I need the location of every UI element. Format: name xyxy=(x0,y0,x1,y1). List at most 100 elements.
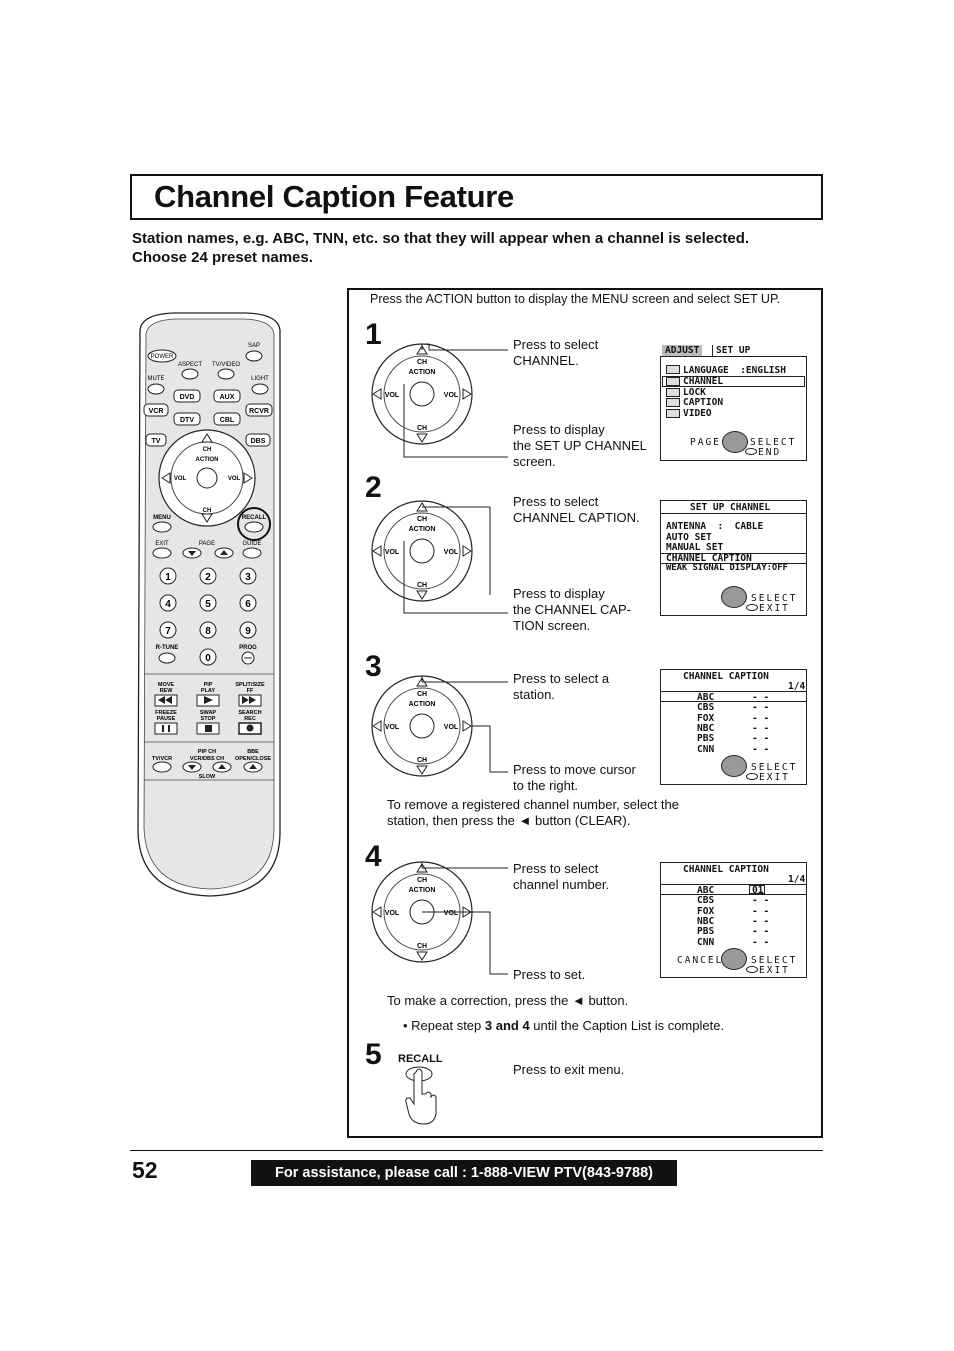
remote-digit-7: 7 xyxy=(165,626,171,637)
text-line: Press to select xyxy=(513,494,599,509)
remote-slow-label: SLOW xyxy=(199,774,216,780)
text-line: TION screen. xyxy=(513,618,591,633)
osd-item-lock: LOCK xyxy=(683,387,706,398)
station-name: PBS xyxy=(697,733,715,745)
remote-mute-label: MUTE xyxy=(148,376,165,382)
dial-vol-left-label: VOL xyxy=(385,724,400,731)
bullet-bold-text: 3 and 4 xyxy=(484,1018,530,1033)
dial-vol-right-label: VOL xyxy=(444,910,459,917)
osd-footer-exit: EXIT xyxy=(759,772,790,783)
step-4-action-dial: CH ACTION CH VOL VOL xyxy=(371,861,508,975)
osd-title: SET UP CHANNEL xyxy=(690,502,771,513)
station-channel-number: - - xyxy=(752,905,770,917)
station-channel-number: - - xyxy=(752,926,770,938)
action-button-icon xyxy=(721,586,747,608)
language-icon xyxy=(666,365,680,374)
caption-icon xyxy=(666,398,680,407)
osd-item-auto-set: AUTO SET xyxy=(666,532,712,543)
video-icon xyxy=(666,409,680,418)
dial-vol-left-label: VOL xyxy=(385,549,400,556)
remote-cbl-label: CBL xyxy=(220,417,235,424)
step-2-bottom-text: Press to display the CHANNEL CAP- TION s… xyxy=(513,586,631,634)
remote-pip-label: PIP xyxy=(204,682,213,688)
osd-item-channel-caption: CHANNEL CAPTION xyxy=(666,553,752,564)
action-button-icon xyxy=(721,948,747,970)
remote-page-label: PAGE xyxy=(199,541,215,547)
dial-action-label: ACTION xyxy=(409,369,436,376)
step-4-bottom-text: Press to set. xyxy=(513,967,585,983)
dial-vol-right-label: VOL xyxy=(444,392,459,399)
station-name: PBS xyxy=(697,926,715,938)
remote-freeze-label: FREEZE xyxy=(155,710,177,716)
text-line: the CHANNEL CAP- xyxy=(513,602,631,617)
step-4-note: To make a correction, press the ◄ button… xyxy=(387,993,628,1009)
station-channel-number: - - xyxy=(752,915,770,927)
dial-vol-left-label: VOL xyxy=(385,910,400,917)
osd-item-manual-set: MANUAL SET xyxy=(666,542,724,553)
remote-bbe-label: BBE xyxy=(247,749,259,755)
remote-ff-label: FF xyxy=(247,688,254,694)
osd-title: CHANNEL CAPTION xyxy=(683,864,769,875)
dial-action-label: ACTION xyxy=(409,887,436,894)
text-line: station, then press the ◄ button (CLEAR)… xyxy=(387,813,631,828)
remote-digit-5: 5 xyxy=(205,599,211,610)
remote-vcrdbsch-label: VCR/DBS CH xyxy=(190,756,224,762)
exit-button-icon xyxy=(746,966,758,973)
osd-item-channel: CHANNEL xyxy=(683,376,724,387)
remote-control-illustration: POWER SAP ASPECT TV/VIDEO MUTE LIGHT DVD… xyxy=(137,312,281,897)
text-line: CHANNEL. xyxy=(513,353,579,368)
channel-icon xyxy=(666,377,680,386)
assistance-banner: For assistance, please call : 1-888-VIEW… xyxy=(251,1160,677,1186)
remote-dbs-label: DBS xyxy=(251,438,266,445)
station-name: CBS xyxy=(697,895,715,907)
osd-footer-page: PAGE xyxy=(690,437,721,448)
text-line: To make a correction, press the ◄ button… xyxy=(387,993,629,1008)
remote-digit-9: 9 xyxy=(245,626,251,637)
text-line: channel number. xyxy=(513,877,610,892)
step-3-note: To remove a registered channel number, s… xyxy=(387,797,679,829)
remote-tv-label: TV xyxy=(152,438,161,445)
dial-vol-left-label: VOL xyxy=(385,392,400,399)
remote-prog-label: PROG xyxy=(239,645,257,651)
osd-tab-adjust: ADJUST xyxy=(662,345,703,356)
remote-digit-2: 2 xyxy=(205,572,211,583)
lock-icon xyxy=(666,388,680,397)
step-3-action-dial: CH ACTION CH VOL VOL xyxy=(371,675,508,777)
station-name: NBC xyxy=(697,722,715,734)
station-name: CNN xyxy=(697,936,715,948)
intro-text: Station names, e.g. ABC, TNN, etc. so th… xyxy=(132,229,812,267)
station-name: ABC xyxy=(697,885,715,896)
step-4-number: 4 xyxy=(365,840,382,873)
step-1-bottom-text: Press to display the SET UP CHANNEL scre… xyxy=(513,422,647,470)
dial-ch-down-label: CH xyxy=(417,582,427,589)
end-button-icon xyxy=(745,448,757,455)
remote-digit-3: 3 xyxy=(245,572,251,583)
remote-move-label: MOVE xyxy=(158,682,175,688)
remote-pause-label: PAUSE xyxy=(157,716,176,722)
remote-tvvideo-label: TV/VIDEO xyxy=(212,362,240,368)
dial-action-label: ACTION xyxy=(409,526,436,533)
station-name: CBS xyxy=(697,702,715,714)
step-1-top-text: Press to select CHANNEL. xyxy=(513,337,598,369)
osd-footer-exit: EXIT xyxy=(759,603,790,614)
station-name: NBC xyxy=(697,915,715,927)
remote-menu-label: MENU xyxy=(153,515,171,521)
remote-swap-label: SWAP xyxy=(200,710,217,716)
station-name: FOX xyxy=(697,905,715,917)
remote-splitsize-label: SPLIT/SIZE xyxy=(235,682,265,688)
station-channel-number: 01 xyxy=(752,885,764,896)
remote-tvvcr-label: TV/VCR xyxy=(152,756,172,762)
osd-page-indicator: 1/4 xyxy=(788,681,806,692)
osd-footer-select: SELECT xyxy=(751,762,798,773)
remote-rcvr-label: RCVR xyxy=(249,408,269,415)
osd-footer-select: SELECT xyxy=(750,437,797,448)
step-3-number: 3 xyxy=(365,650,382,683)
recall-button-label: RECALL xyxy=(398,1053,443,1065)
remote-stop-label: STOP xyxy=(201,716,216,722)
remote-play-label: PLAY xyxy=(201,688,215,694)
dial-ch-down-label: CH xyxy=(417,757,427,764)
dial-ch-down-label: CH xyxy=(417,425,427,432)
step-3-top-text: Press to select a station. xyxy=(513,671,609,703)
remote-light-label: LIGHT xyxy=(251,376,269,382)
text-line: to the right. xyxy=(513,778,579,793)
